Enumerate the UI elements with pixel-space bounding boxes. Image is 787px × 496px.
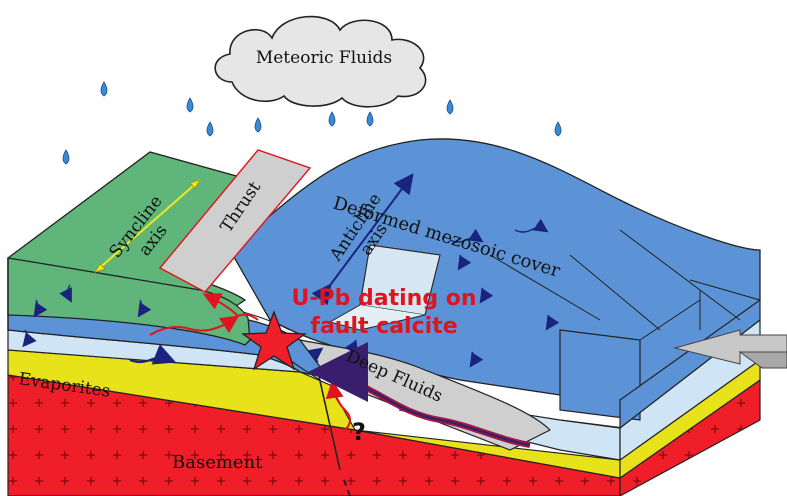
anticline-axis-line [311,173,414,306]
calcite-star-icon [241,310,307,371]
syncline-axis-line [94,179,201,273]
blue-cover-side [619,298,761,430]
small-fluid-arrows [22,218,560,368]
syncline-block-front [7,257,251,346]
thrust-plane [158,149,312,293]
headline-line2: fault calcite [310,314,457,339]
cloud-label: Meteoric Fluids [256,48,392,68]
basement-label: Basement [172,452,263,473]
question-mark: ? [352,418,366,446]
headline-line1: U-Pb dating on [291,286,476,311]
basement-pattern [8,375,620,496]
blue-block-right [559,329,641,421]
cloud-icon [214,15,427,108]
